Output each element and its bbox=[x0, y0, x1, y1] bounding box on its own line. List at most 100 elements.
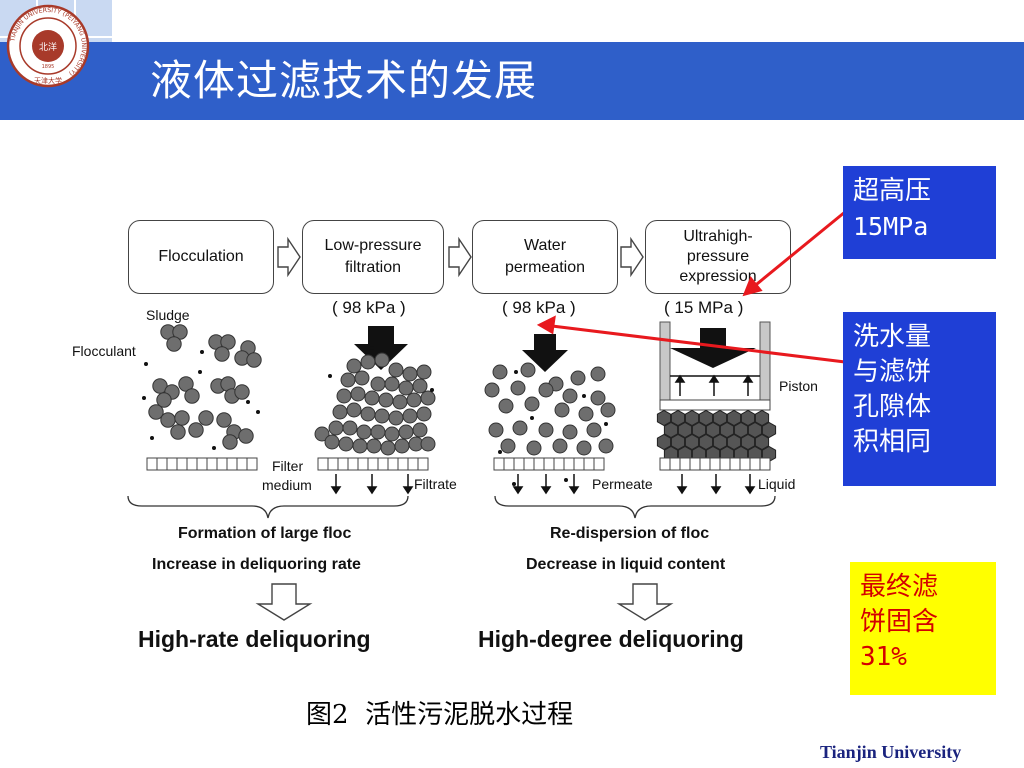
note-line: 31% bbox=[860, 642, 907, 672]
particle bbox=[378, 392, 394, 408]
particle bbox=[392, 394, 408, 410]
filter-cell bbox=[533, 457, 545, 471]
note-line: 孔隙体 bbox=[853, 392, 932, 422]
particle bbox=[538, 382, 554, 398]
particle bbox=[398, 380, 414, 396]
stage-low-pressure-filtration: Low-pressure filtration bbox=[302, 220, 444, 294]
stage-water-permeation: Water permeation bbox=[472, 220, 618, 294]
particle bbox=[520, 362, 536, 378]
particle bbox=[198, 410, 214, 426]
filter-cell bbox=[407, 457, 419, 471]
particle bbox=[184, 388, 200, 404]
particle bbox=[338, 436, 354, 452]
particle bbox=[398, 424, 414, 440]
result-arrow-icon bbox=[616, 583, 674, 621]
particle bbox=[402, 408, 418, 424]
particle bbox=[346, 358, 362, 374]
particle bbox=[336, 388, 352, 404]
compressed-floc bbox=[747, 421, 763, 439]
filter-cell bbox=[583, 457, 595, 471]
filter-cell bbox=[236, 457, 248, 471]
compressed-floc bbox=[740, 433, 756, 451]
particle bbox=[160, 412, 176, 428]
filter-cell bbox=[719, 457, 731, 471]
compressed-floc bbox=[712, 433, 728, 451]
particle bbox=[554, 402, 570, 418]
note-line: 最终滤 bbox=[860, 572, 939, 602]
label-filter-medium-2: medium bbox=[262, 477, 312, 493]
stage-label: Ultrahigh- bbox=[683, 228, 753, 245]
filter-cell bbox=[679, 457, 691, 471]
filter-cell bbox=[216, 457, 228, 471]
filter-cell bbox=[729, 457, 741, 471]
flow-arrow-icon bbox=[448, 236, 472, 278]
filter-cell bbox=[503, 457, 515, 471]
note-line: 超高压 bbox=[853, 176, 932, 206]
pressure-arrow-icon bbox=[522, 334, 568, 372]
svg-text:1895: 1895 bbox=[42, 64, 55, 70]
flocculant-dot bbox=[370, 346, 374, 350]
filter-cell bbox=[553, 457, 565, 471]
summary-left-line2: Increase in deliquoring rate bbox=[152, 556, 361, 573]
particle bbox=[484, 382, 500, 398]
particle bbox=[324, 434, 340, 450]
particle bbox=[492, 364, 508, 380]
drain-arrow-head bbox=[710, 486, 722, 495]
filter-cell bbox=[166, 457, 178, 471]
particle bbox=[328, 420, 344, 436]
particle bbox=[352, 438, 368, 454]
compressed-floc bbox=[754, 409, 770, 427]
compressed-floc bbox=[761, 421, 777, 439]
pressure-label: ( 15 MPa ) bbox=[664, 298, 744, 317]
note-line: 饼固含 bbox=[860, 607, 939, 637]
flow-arrow-icon bbox=[620, 236, 644, 278]
particle bbox=[374, 352, 390, 368]
stage-label: expression bbox=[679, 268, 757, 285]
drain-arrow-head bbox=[568, 486, 580, 495]
particle bbox=[384, 376, 400, 392]
compressed-floc bbox=[663, 421, 679, 439]
filter-cell bbox=[523, 457, 535, 471]
particle bbox=[342, 420, 358, 436]
filter-cell bbox=[669, 457, 681, 471]
particle bbox=[360, 406, 376, 422]
note-line: 与滤饼 bbox=[853, 357, 932, 387]
drain-arrow-head bbox=[512, 486, 524, 495]
particle bbox=[148, 404, 164, 420]
particle bbox=[524, 396, 540, 412]
particle bbox=[374, 408, 390, 424]
compressed-floc bbox=[705, 421, 721, 439]
note-final-solids: 最终滤 饼固含 31% bbox=[850, 562, 996, 695]
red-arrow-to-15mpa bbox=[751, 210, 846, 290]
label-filter-medium-1: Filter bbox=[272, 458, 304, 474]
particle bbox=[346, 402, 362, 418]
particle bbox=[234, 384, 250, 400]
compressed-floc bbox=[754, 433, 770, 451]
piston-wall bbox=[659, 321, 671, 401]
particle bbox=[600, 402, 616, 418]
stage-ultrahigh-pressure-expression: Ultrahigh- pressure expression bbox=[645, 220, 791, 294]
compressed-floc bbox=[698, 409, 714, 427]
particle bbox=[488, 422, 504, 438]
slide-title: 液体过滤技术的发展 bbox=[150, 56, 538, 105]
particle bbox=[340, 372, 356, 388]
particle bbox=[412, 378, 428, 394]
compressed-floc bbox=[726, 409, 742, 427]
flocculant-dot bbox=[564, 478, 568, 482]
flocculant-dot bbox=[256, 410, 260, 414]
filter-cell bbox=[156, 457, 168, 471]
particle bbox=[512, 420, 528, 436]
particle bbox=[188, 422, 204, 438]
pressure-label: ( 98 kPa ) bbox=[332, 298, 406, 317]
particle bbox=[238, 428, 254, 444]
particle bbox=[498, 398, 514, 414]
filter-cell bbox=[543, 457, 555, 471]
particle bbox=[526, 440, 542, 456]
filter-cell bbox=[563, 457, 575, 471]
filter-cell bbox=[417, 457, 429, 471]
filter-cell bbox=[317, 457, 329, 471]
stage-label: Water bbox=[523, 237, 567, 254]
flocculant-dot bbox=[142, 396, 146, 400]
filter-cell bbox=[573, 457, 585, 471]
